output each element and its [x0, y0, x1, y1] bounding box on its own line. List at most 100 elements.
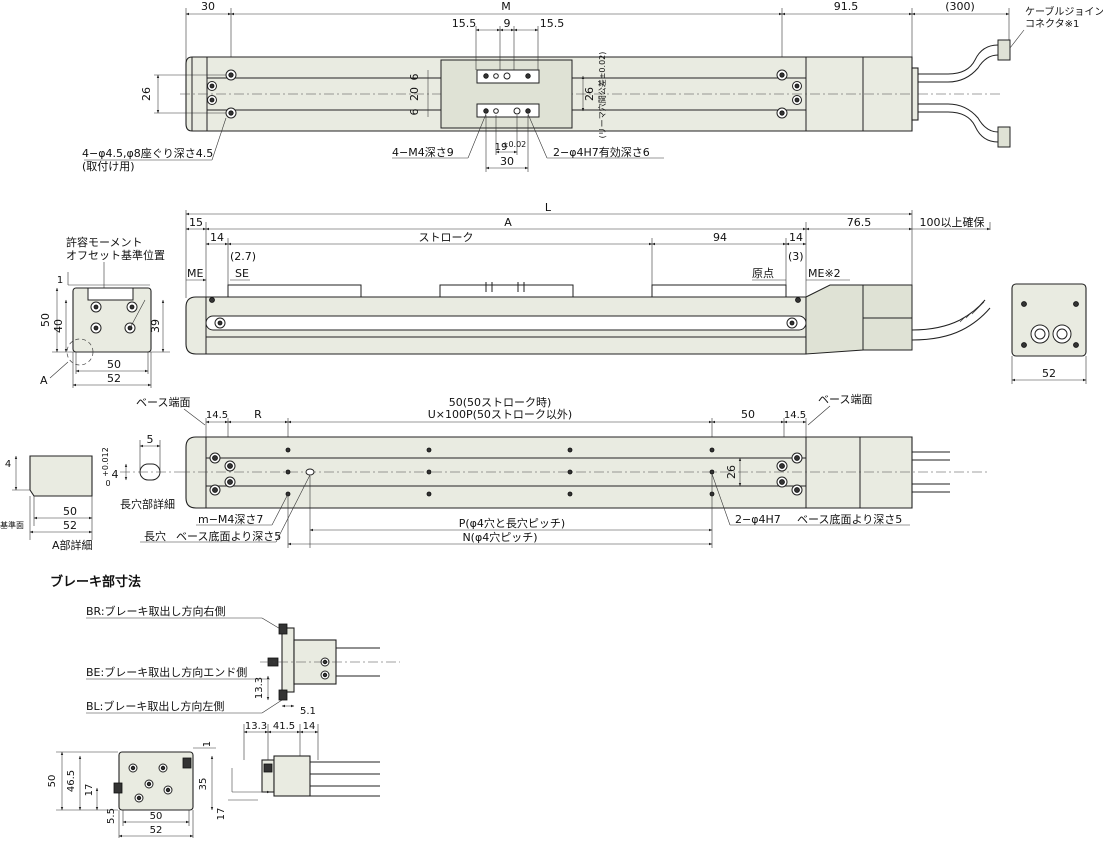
- end-view-right: 52: [1011, 283, 1087, 384]
- dim-26-left: 26: [140, 87, 153, 101]
- brake-end-46-5: 46.5: [66, 770, 77, 792]
- slot-dim-5: 5: [147, 433, 154, 446]
- dim-50-stroke: 50(50ストローク時): [449, 396, 552, 409]
- brake-row-41-5: 41.5: [273, 721, 295, 732]
- dim-94: 94: [713, 231, 727, 244]
- moment-label-2: オフセット基準位置: [66, 248, 165, 262]
- dim-52-bottom: 52: [107, 372, 121, 385]
- brake-end-52-bottom: 52: [150, 825, 163, 836]
- slot-tol-plus: +0.012: [101, 447, 110, 477]
- dim-50-left: 50: [39, 313, 52, 327]
- dim-clearance: 100以上確保: [920, 215, 985, 229]
- brake-end-17: 17: [84, 784, 95, 797]
- mounting-hole-icon: [225, 69, 788, 119]
- side-view: L 15 A 76.5 100以上確保 14 ストローク 94 14 (2.7)…: [185, 201, 991, 355]
- dim-9: 9: [504, 17, 511, 30]
- brake-dim-13-3: 13.3: [254, 677, 265, 699]
- dim-u-pitch: U×100P(50ストローク以外): [428, 408, 572, 421]
- dim-30: 30: [201, 0, 215, 13]
- label-A: A: [40, 374, 48, 387]
- dim-91-5: 91.5: [834, 0, 859, 13]
- slot-detail-label: 長穴部詳細: [120, 497, 175, 511]
- dim-M: M: [501, 0, 511, 13]
- dim-52-right: 52: [1042, 367, 1056, 380]
- dim-26-right: 26: [583, 87, 596, 101]
- brake-title: ブレーキ部寸法: [50, 574, 141, 590]
- brake-end-1: 1: [202, 741, 213, 747]
- end-view-left: 許容モーメント オフセット基準位置 1 50 40 39 50 52 A: [39, 235, 170, 388]
- slot-depth-note: ベース底面より深さ5: [176, 529, 281, 543]
- dim-6a: 6: [408, 74, 421, 81]
- dim-19: 19: [495, 142, 508, 153]
- base-end-right: ベース端面: [818, 393, 872, 406]
- dim-76-5: 76.5: [847, 216, 872, 229]
- a-detail-label: A部詳細: [52, 538, 93, 552]
- dim-26-bottom: 26: [725, 465, 738, 479]
- dim-14-5b: 14.5: [784, 410, 806, 421]
- hole-note-2: (取付け用): [82, 160, 135, 173]
- a-dim-52: 52: [63, 519, 77, 532]
- dim-50-bottom: 50: [107, 358, 121, 371]
- brake-end-50: 50: [47, 775, 58, 788]
- dim-19-tol: ±0.02: [502, 140, 527, 149]
- dim-15-5b: 15.5: [540, 17, 565, 30]
- a-dim-50: 50: [63, 505, 77, 518]
- pin-note: 2−φ4H7有効深さ6: [553, 145, 650, 159]
- label-ME-right: ME※2: [808, 267, 841, 280]
- slot-tol-zero: 0: [105, 479, 110, 488]
- dim-50-right: 50: [741, 408, 755, 421]
- label-SE: SE: [235, 267, 249, 280]
- dim-2-7: (2.7): [230, 250, 256, 263]
- dim-N-pitch: N(φ4穴ピッチ): [462, 530, 537, 544]
- cable-joint-2: コネクタ※1: [1025, 18, 1079, 30]
- moment-label-1: 許容モーメント: [66, 235, 143, 249]
- dim-300: (300): [945, 0, 975, 13]
- dim-6b: 6: [408, 109, 421, 116]
- brake-BR: BR:ブレーキ取出し方向右側: [86, 604, 226, 618]
- dim-3: (3): [788, 250, 804, 263]
- top-view: 30 M 91.5 (300): [82, 0, 1103, 173]
- slot-note: 長穴: [144, 529, 166, 543]
- dim-39: 39: [149, 319, 162, 333]
- reamer-note: (リーマ穴間公差±0.02): [597, 52, 607, 139]
- m-m4-note: m−M4深さ7: [198, 513, 263, 526]
- cable-joint-1: ケーブルジョイント: [1025, 5, 1103, 18]
- tapped-hole-icon: [285, 447, 715, 497]
- a-dim-4: 4: [5, 459, 11, 470]
- label-origin: 原点: [752, 267, 774, 280]
- dim-40: 40: [52, 319, 65, 333]
- brake-end-50-bottom: 50: [150, 811, 163, 822]
- hole-note-1: 4−φ4.5,φ8座ぐり深さ4.5: [82, 146, 213, 160]
- brake-BE: BE:ブレーキ取出し方向エンド側: [86, 665, 247, 679]
- brake-BL: BL:ブレーキ取出し方向左側: [86, 699, 224, 713]
- m4-note: 4−M4深さ9: [392, 146, 454, 159]
- dim-stroke: ストローク: [419, 231, 474, 244]
- dim-1: 1: [57, 275, 63, 286]
- dim-14b: 14: [789, 231, 803, 244]
- slot-detail: 5 4 +0.012 0 長穴部詳細: [101, 433, 180, 511]
- pin-depth-note: ベース底面より深さ5: [797, 512, 902, 526]
- dim-R: R: [254, 408, 262, 421]
- dim-L: L: [545, 201, 552, 214]
- base-end-left: ベース端面: [136, 396, 190, 409]
- dim-30-below: 30: [500, 155, 514, 168]
- bottom-view: ベース端面 ベース端面 14.5 R 50(50ストローク時) U×100P(5…: [136, 393, 990, 548]
- brake-row-13-3: 13.3: [245, 721, 267, 732]
- brake-section: ブレーキ部寸法 BR:ブレーキ取出し方向右側 BE:ブレーキ取出し方向エンド側 …: [47, 574, 400, 838]
- brake-dim-17b: 17: [216, 808, 227, 821]
- dim-A: A: [504, 216, 512, 229]
- brake-dim-5-1: 5.1: [300, 706, 316, 717]
- dim-15-5a: 15.5: [452, 17, 477, 30]
- brake-end-5-5: 5.5: [106, 808, 117, 824]
- a-detail: 4 50 52 基準面 A部詳細: [0, 455, 93, 552]
- label-ME-left: ME: [187, 267, 203, 280]
- dim-14a: 14: [210, 231, 224, 244]
- dim-14-5a: 14.5: [206, 410, 228, 421]
- dim-P-pitch: P(φ4穴と長穴ピッチ): [459, 516, 565, 530]
- pin-h7-note: 2−φ4H7: [735, 513, 781, 526]
- a-base-ref: 基準面: [0, 520, 24, 530]
- slot-dim-4: 4: [112, 468, 119, 481]
- brake-row-14: 14: [303, 721, 316, 732]
- dim-15: 15: [189, 216, 203, 229]
